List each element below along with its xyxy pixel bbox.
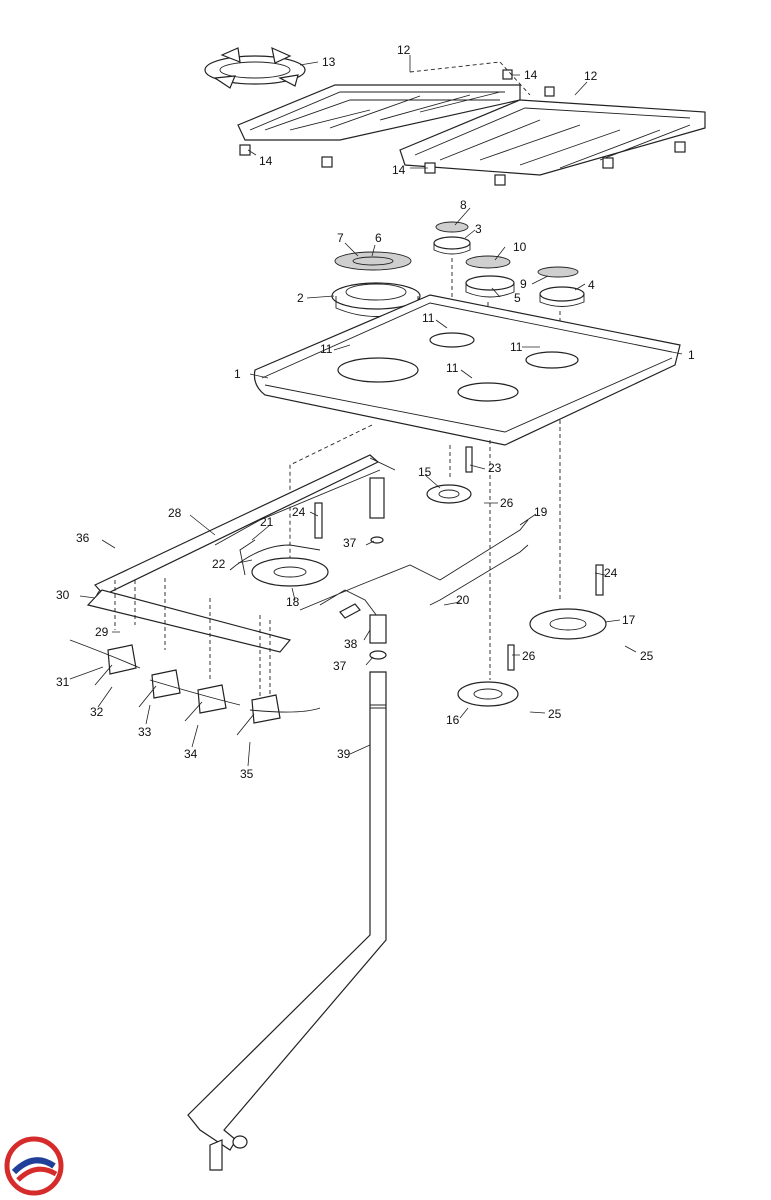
- callout-11: 11: [510, 340, 523, 354]
- callout-37: 37: [343, 536, 357, 550]
- callout-26: 26: [522, 649, 536, 663]
- gas-supply-pipe: [187, 671, 387, 1151]
- igniter-electrode: [595, 564, 604, 596]
- callout-24: 24: [604, 566, 618, 580]
- callout-25: 25: [548, 707, 562, 721]
- callout-11: 11: [320, 342, 333, 356]
- callout-38: 38: [344, 637, 358, 651]
- callout-16: 16: [446, 713, 460, 727]
- callout-18: 18: [286, 595, 300, 609]
- seal-washer: [370, 536, 384, 544]
- callout-4: 4: [588, 278, 595, 292]
- burner-base-17: [529, 608, 607, 640]
- igniter-electrode: [465, 446, 473, 473]
- callout-9: 9: [520, 277, 527, 291]
- callout-36: 36: [76, 531, 90, 545]
- callout-31: 31: [56, 675, 70, 689]
- rubber-foot: [502, 69, 513, 80]
- callout-22: 22: [212, 557, 226, 571]
- callout-labels: 1 1 2 3 4 5 6 7 8 9 10 11 11 11 11 12 12…: [56, 43, 695, 781]
- wok-ring-support: [204, 46, 306, 89]
- callout-12: 12: [584, 69, 598, 83]
- leader-lines: [69, 55, 683, 767]
- callout-13: 13: [322, 55, 336, 69]
- supply-connector: [369, 614, 387, 644]
- cooktop-top-panel: [253, 294, 681, 446]
- callout-7: 7: [337, 231, 344, 245]
- callout-25: 25: [640, 649, 654, 663]
- callout-19: 19: [534, 505, 548, 519]
- igniter-electrode: [507, 644, 515, 671]
- burner-base-15: [426, 484, 472, 504]
- callout-33: 33: [138, 725, 152, 739]
- callout-3: 3: [475, 222, 482, 236]
- burner-medium-center: [465, 255, 515, 298]
- callout-6: 6: [375, 231, 382, 245]
- callout-24: 24: [292, 505, 306, 519]
- callout-32: 32: [90, 705, 104, 719]
- callout-39: 39: [337, 747, 351, 761]
- burner-small-rear: [433, 221, 471, 255]
- callout-14: 14: [392, 163, 406, 177]
- callout-11: 11: [446, 361, 459, 375]
- callout-15: 15: [418, 465, 432, 479]
- burner-large: [331, 251, 421, 317]
- rubber-foot: [544, 86, 555, 97]
- seal-washer: [369, 650, 387, 660]
- burner-medium-right: [537, 266, 585, 307]
- callout-12: 12: [397, 43, 411, 57]
- callout-14: 14: [259, 154, 273, 168]
- gas-pipe-fitting: [369, 477, 385, 519]
- callout-8: 8: [460, 198, 467, 212]
- callout-1: 1: [688, 348, 695, 362]
- callout-5: 5: [514, 291, 521, 305]
- gas-valves: [69, 639, 321, 736]
- callout-20: 20: [456, 593, 470, 607]
- callout-28: 28: [168, 506, 182, 520]
- callout-26: 26: [500, 496, 514, 510]
- callout-14: 14: [524, 68, 538, 82]
- callout-21: 21: [260, 515, 274, 529]
- callout-23: 23: [488, 461, 502, 475]
- callout-34: 34: [184, 747, 198, 761]
- callout-35: 35: [240, 767, 254, 781]
- burner-base-18: [251, 502, 329, 587]
- callout-10: 10: [513, 240, 527, 254]
- callout-2: 2: [297, 291, 304, 305]
- brand-logo-icon: [4, 1136, 64, 1196]
- callout-29: 29: [95, 625, 109, 639]
- callout-37: 37: [333, 659, 347, 673]
- burner-base-16: [457, 681, 519, 707]
- callout-11: 11: [422, 311, 435, 325]
- valve-mounting-rail: [86, 578, 292, 700]
- callout-30: 30: [56, 588, 70, 602]
- callout-1: 1: [234, 367, 241, 381]
- callout-17: 17: [622, 613, 636, 627]
